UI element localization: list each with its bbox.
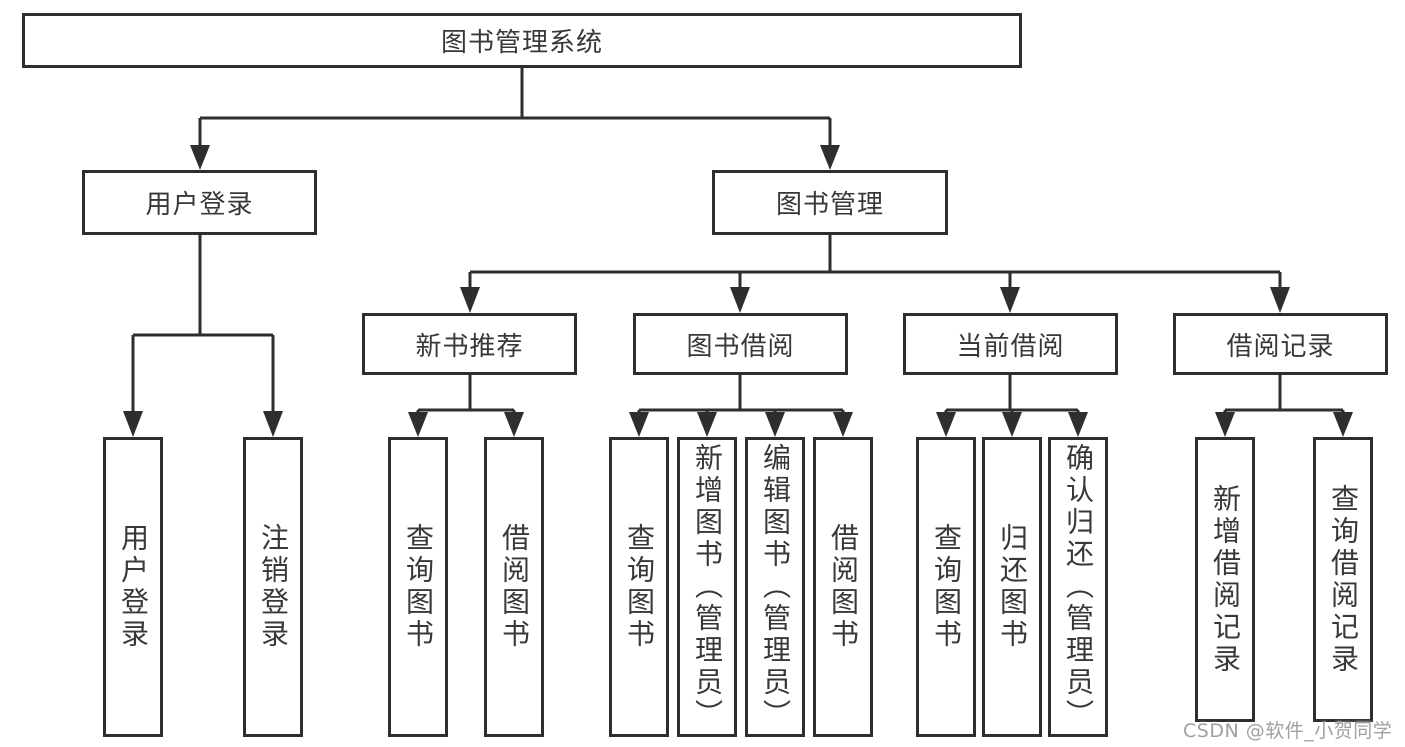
leaf-query-books-borrow: 查询图书 [609, 437, 669, 737]
connector-book-borrow-to-leaves [629, 375, 853, 437]
connector-borrow-records-to-leaves [1215, 375, 1353, 437]
connector-user-login-to-leaves [123, 235, 283, 437]
leaf-add-borrow-record: 新增借阅记录 [1195, 437, 1255, 722]
connector-current-borrow-to-leaves [936, 375, 1088, 437]
leaf-add-books-admin: 新增图书（管理员） [677, 437, 737, 737]
connector-root-to-level1 [190, 68, 840, 170]
node-root-book-management-system: 图书管理系统 [22, 13, 1022, 68]
leaf-query-books-current: 查询图书 [916, 437, 976, 737]
leaf-confirm-return-admin: 确认归还（管理员） [1048, 437, 1108, 737]
leaf-edit-books-admin: 编辑图书（管理员） [745, 437, 805, 737]
node-new-book-recommend: 新书推荐 [362, 313, 577, 375]
node-current-borrow: 当前借阅 [903, 313, 1118, 375]
leaf-logout: 注销登录 [243, 437, 303, 737]
node-user-login: 用户登录 [82, 170, 317, 235]
leaf-borrow-books-borrow: 借阅图书 [813, 437, 873, 737]
node-book-management: 图书管理 [712, 170, 948, 235]
connector-book-management-to-level2 [460, 235, 1290, 313]
csdn-watermark: CSDN @软件_小贺同学 [1183, 720, 1393, 742]
connector-new-book-recommend-to-leaves [408, 375, 524, 437]
node-borrow-records: 借阅记录 [1173, 313, 1388, 375]
leaf-borrow-books-recommend: 借阅图书 [484, 437, 544, 737]
leaf-user-login: 用户登录 [103, 437, 163, 737]
leaf-return-books: 归还图书 [982, 437, 1042, 737]
leaf-query-books-recommend: 查询图书 [388, 437, 448, 737]
leaf-query-borrow-record: 查询借阅记录 [1313, 437, 1373, 722]
node-book-borrow: 图书借阅 [633, 313, 848, 375]
